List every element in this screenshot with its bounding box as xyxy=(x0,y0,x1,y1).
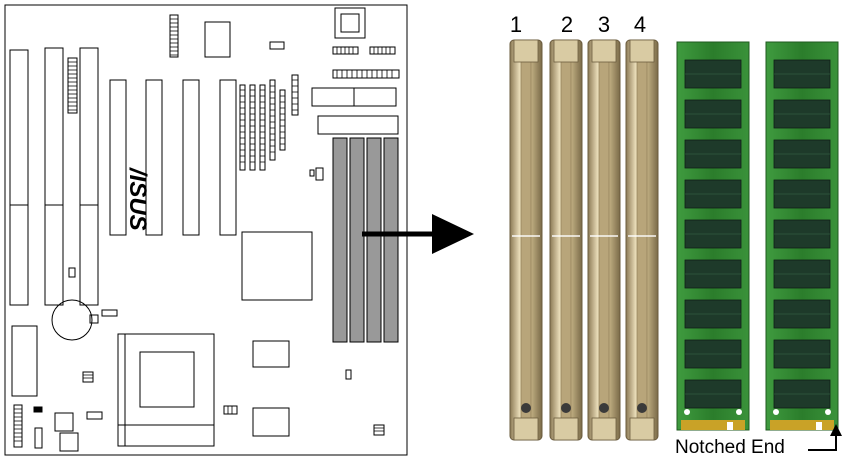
dimm-slot-1 xyxy=(332,137,348,343)
header xyxy=(13,404,23,448)
dimm-socket-1 xyxy=(509,39,543,441)
board-logo: /ISUS xyxy=(124,167,151,231)
header-ticks xyxy=(336,47,393,78)
bios-chip xyxy=(11,325,38,397)
socket-label-4: 4 xyxy=(633,12,647,37)
socket-label-2: 2 xyxy=(560,12,574,37)
small-jumper xyxy=(309,169,315,177)
dimm-socket-3 xyxy=(587,39,621,441)
small-component xyxy=(68,267,76,278)
socket-label-1: 1 xyxy=(509,12,523,37)
notched-end-caption: Notched End xyxy=(675,437,785,458)
pci-slot xyxy=(219,79,237,236)
jumper-ticks xyxy=(83,374,93,379)
small-component xyxy=(101,309,118,317)
pci-slot xyxy=(109,79,127,236)
cpu-socket-inner xyxy=(139,351,195,408)
insert-arrow xyxy=(362,214,474,254)
chip xyxy=(204,21,231,58)
dimm-slot-4 xyxy=(383,137,399,343)
cpu-socket-lever xyxy=(118,334,214,446)
dimm-slot-3 xyxy=(366,137,382,343)
chip xyxy=(54,412,74,432)
cache-module xyxy=(353,87,397,107)
dimm-modules xyxy=(676,41,839,431)
notched-end-arrowhead xyxy=(830,424,842,436)
cache-slot xyxy=(317,115,399,135)
small-jumper xyxy=(315,167,324,181)
chipset xyxy=(241,231,313,301)
pci-slot xyxy=(182,79,200,236)
chip xyxy=(59,432,79,452)
battery xyxy=(51,299,93,341)
chip xyxy=(252,340,290,368)
small-component xyxy=(34,427,43,449)
small-component xyxy=(345,369,352,380)
small-jumper xyxy=(373,424,385,436)
isa-slot xyxy=(9,204,29,306)
chip xyxy=(269,41,285,50)
jumper-ticks xyxy=(374,427,384,432)
socket-label-3: 3 xyxy=(597,12,611,37)
keyboard-connector-inner xyxy=(340,13,360,33)
jumper-ticks xyxy=(227,406,233,414)
motherboard: /ISUS xyxy=(4,4,408,456)
dimm-socket-2 xyxy=(549,39,583,441)
header-ticks xyxy=(14,408,22,442)
notched-end-arrow xyxy=(808,434,837,451)
keyboard-connector xyxy=(334,7,366,39)
header-pin-ticks xyxy=(68,18,298,163)
dimm-slots xyxy=(332,137,399,343)
dimm-module-2 xyxy=(765,41,839,431)
small-jumper xyxy=(223,405,238,415)
small-component xyxy=(33,406,43,413)
isa-slot xyxy=(44,204,64,306)
dimm-socket-4 xyxy=(625,39,659,441)
header xyxy=(332,69,400,79)
dimm-module-1 xyxy=(676,41,750,431)
small-jumper xyxy=(82,371,94,383)
header xyxy=(369,46,396,55)
isa-slot xyxy=(79,204,99,306)
chip xyxy=(252,407,290,437)
header xyxy=(332,46,359,55)
small-component xyxy=(86,411,103,420)
small-component xyxy=(89,314,99,324)
dimm-slot-2 xyxy=(349,137,365,343)
cpu-socket xyxy=(117,333,215,447)
dimm-sockets xyxy=(509,39,659,441)
pci-slot xyxy=(145,79,163,236)
